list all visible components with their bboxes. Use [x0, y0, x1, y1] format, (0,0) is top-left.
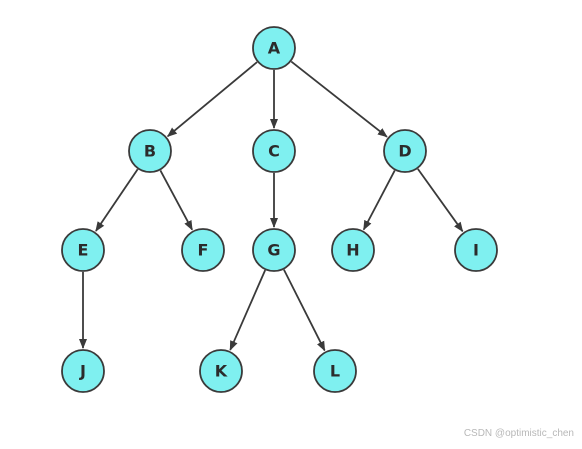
node-b: B — [128, 129, 172, 173]
node-j: J — [61, 349, 105, 393]
edge-g-l — [283, 269, 326, 352]
node-f-circle — [181, 228, 225, 272]
node-f-label: F — [198, 241, 209, 260]
node-l-label: L — [330, 362, 340, 381]
node-c-circle — [252, 129, 296, 173]
node-l: L — [313, 349, 357, 393]
node-a-circle — [252, 26, 296, 70]
node-k-label: K — [215, 362, 228, 381]
edge-a-b — [166, 61, 258, 137]
node-j-circle — [61, 349, 105, 393]
node-h-circle — [331, 228, 375, 272]
nodes-layer: A B C D E F G H I J K L — [61, 26, 498, 393]
node-k-circle — [199, 349, 243, 393]
node-h-label: H — [346, 241, 359, 260]
watermark: CSDN @optimistic_chen — [463, 428, 574, 439]
node-f: F — [181, 228, 225, 272]
node-i-label: I — [473, 241, 479, 260]
node-a-label: A — [268, 39, 281, 58]
node-d-circle — [383, 129, 427, 173]
node-e: E — [61, 228, 105, 272]
node-k: K — [199, 349, 243, 393]
node-d: D — [383, 129, 427, 173]
edge-b-f — [159, 169, 193, 231]
node-e-label: E — [78, 241, 89, 260]
node-a: A — [252, 26, 296, 70]
node-i: I — [454, 228, 498, 272]
node-g: G — [252, 228, 296, 272]
node-h: H — [331, 228, 375, 272]
edge-a-d — [290, 60, 388, 138]
node-b-circle — [128, 129, 172, 173]
node-j-label: J — [79, 362, 86, 381]
node-i-circle — [454, 228, 498, 272]
edge-d-h — [362, 170, 396, 231]
node-c-label: C — [268, 142, 280, 161]
node-c: C — [252, 129, 296, 173]
edge-g-k — [229, 269, 266, 351]
edge-b-e — [95, 168, 139, 232]
node-g-circle — [252, 228, 296, 272]
node-g-label: G — [267, 241, 280, 260]
node-b-label: B — [144, 142, 156, 161]
edges-layer — [79, 60, 464, 352]
node-d-label: D — [398, 142, 411, 161]
edge-d-i — [417, 168, 464, 233]
node-l-circle — [313, 349, 357, 393]
node-e-circle — [61, 228, 105, 272]
